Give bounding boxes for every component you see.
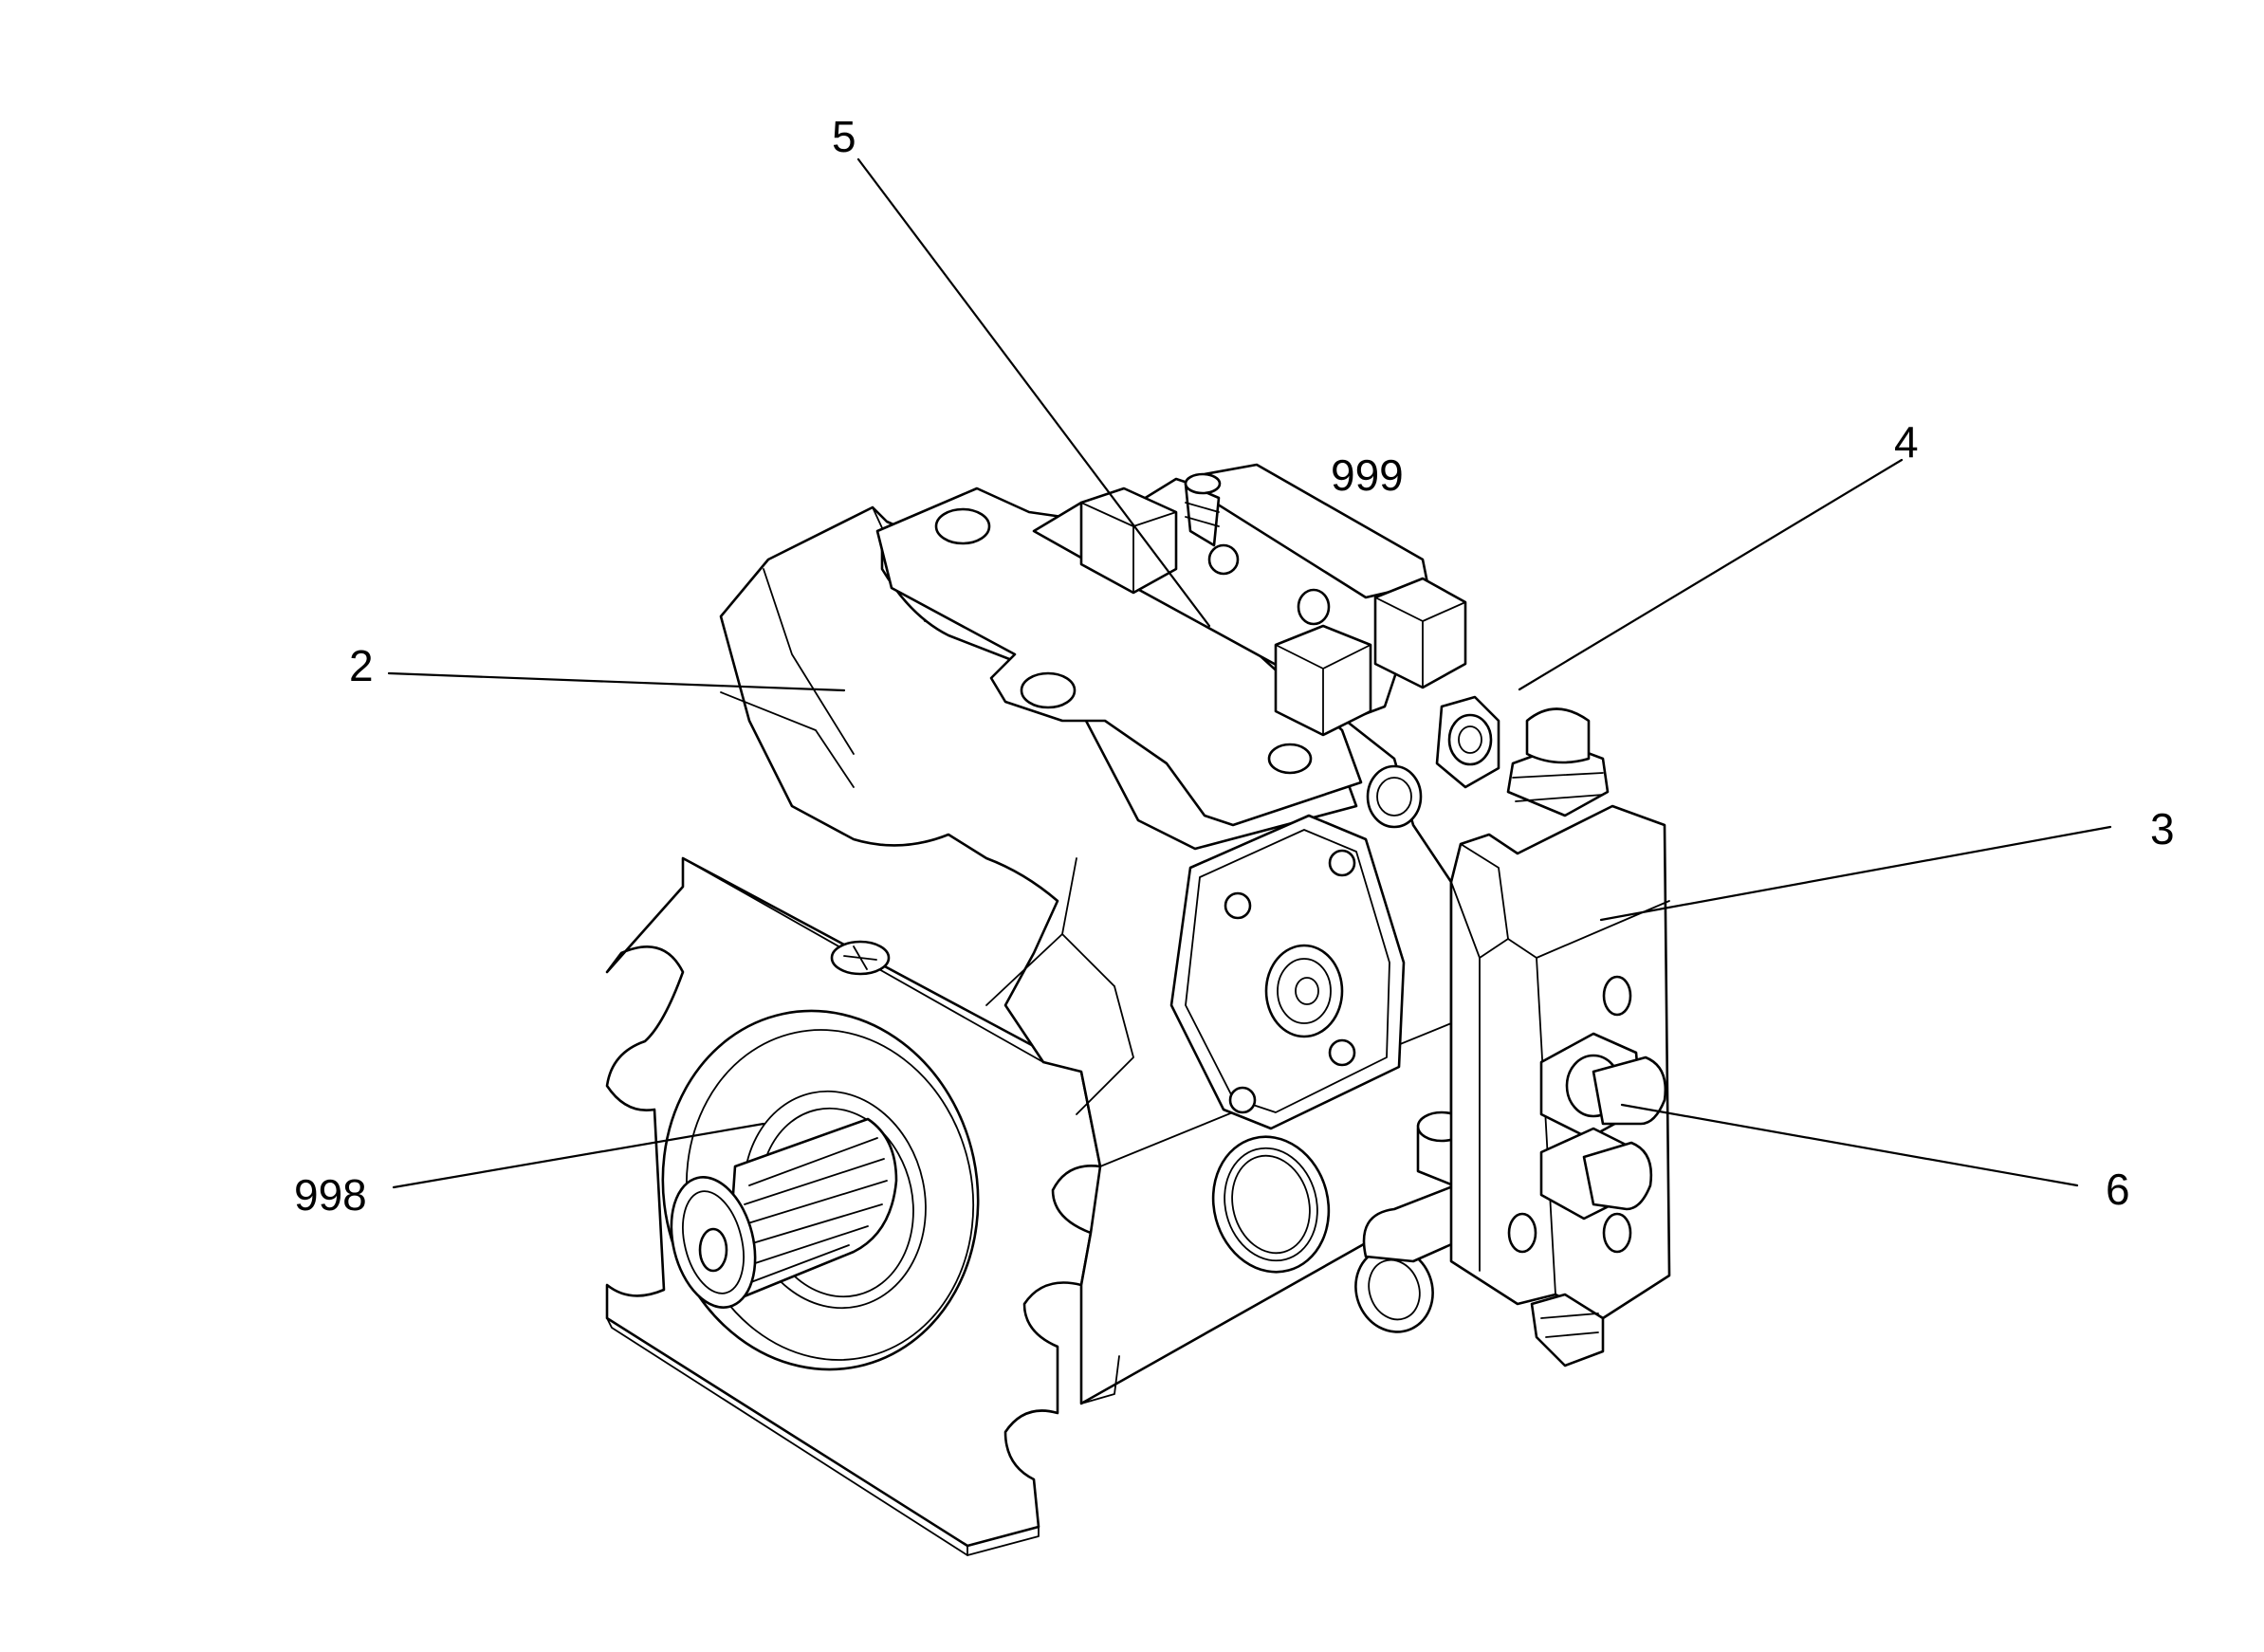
leader-6 (1620, 1103, 2079, 1187)
callout-6: 6 (2106, 1165, 2130, 1214)
drive-shaft (670, 1117, 898, 1309)
leader-2 (387, 671, 846, 692)
leader-4 (1518, 458, 1904, 691)
callout-5: 5 (832, 112, 856, 161)
leader-998 (392, 1122, 765, 1189)
callout-3: 3 (2150, 804, 2175, 854)
leader-3 (1599, 825, 2112, 922)
control-plate (875, 463, 1467, 851)
end-cover (1169, 764, 1423, 1130)
valve-block (1435, 695, 1671, 1367)
port-fittings (1539, 1032, 1667, 1221)
callout-4: 4 (1894, 417, 1919, 467)
leader-lines (387, 157, 2112, 1189)
leader-5 (856, 157, 1211, 628)
callout-2: 2 (349, 641, 374, 690)
callout-labels: 5 999 4 2 3 6 998 (294, 112, 2175, 1220)
callout-998: 998 (294, 1170, 367, 1220)
callout-999: 999 (1331, 450, 1404, 500)
